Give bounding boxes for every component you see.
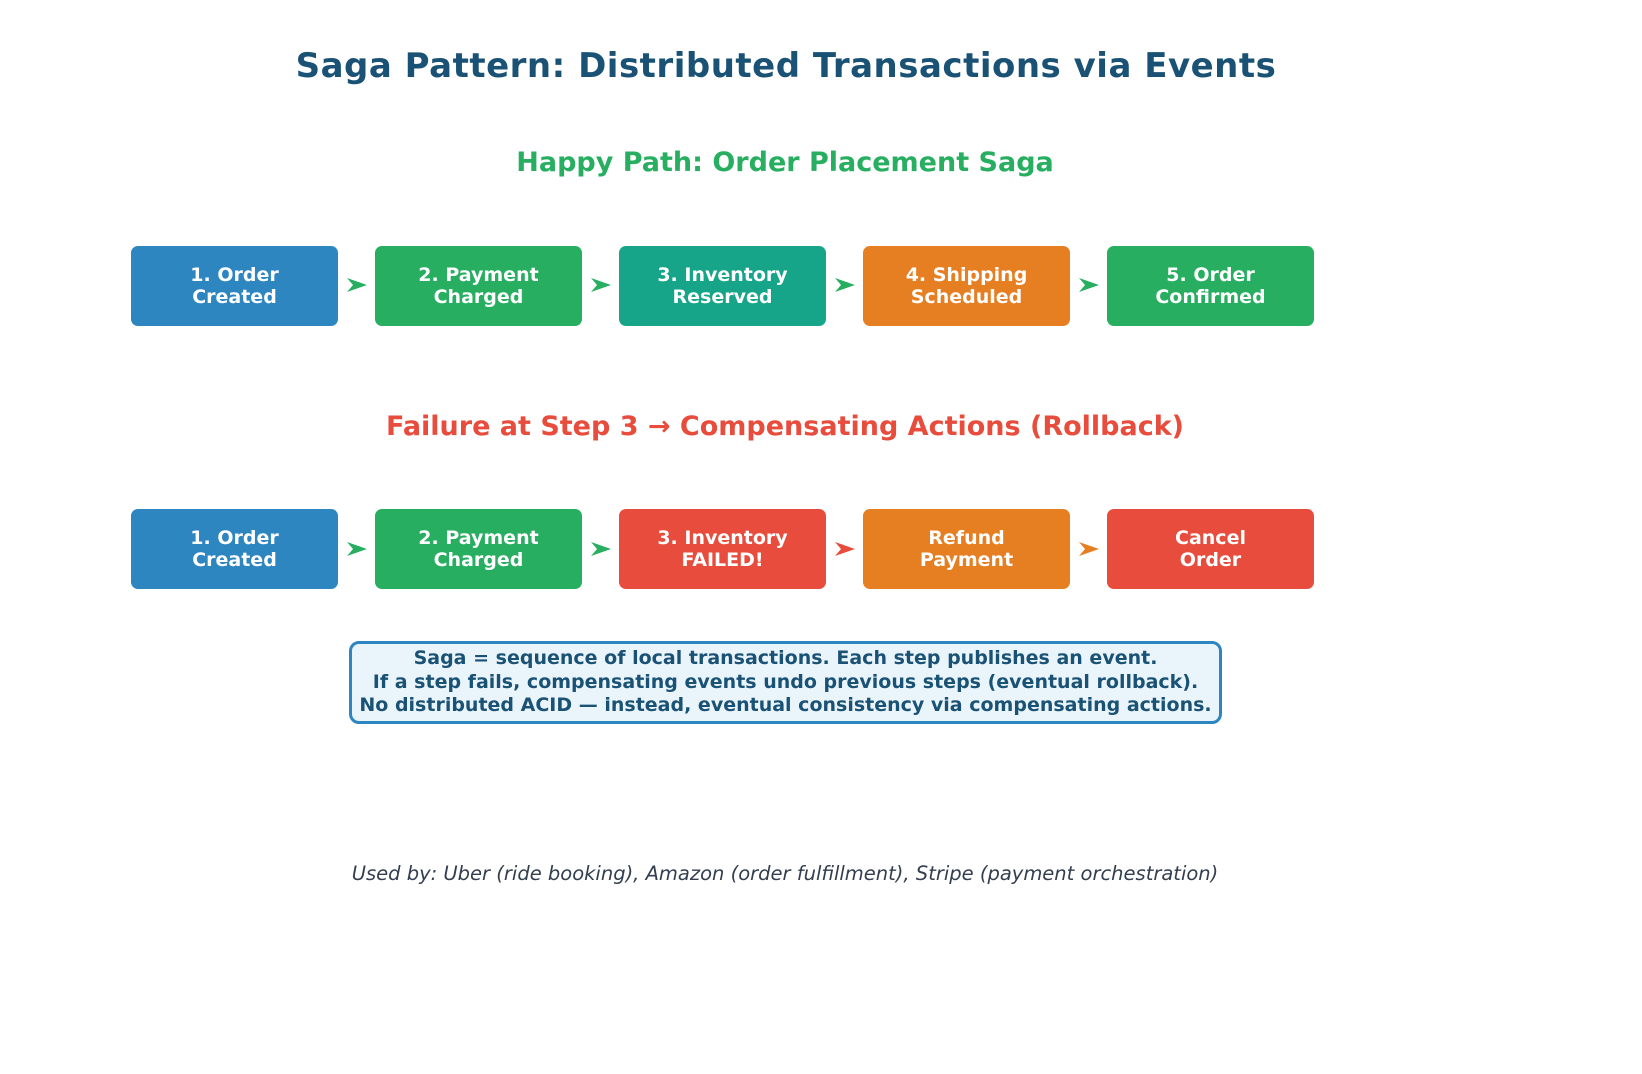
flow-arrow-icon	[1079, 278, 1099, 292]
happy-path-heading: Happy Path: Order Placement Saga	[516, 147, 1054, 178]
flow-arrow-icon	[835, 542, 855, 556]
note-line: If a step fails, compensating events und…	[372, 670, 1199, 693]
flow-arrow-icon	[1079, 542, 1099, 556]
note-line: Saga = sequence of local transactions. E…	[413, 647, 1158, 670]
flow-arrow-icon	[591, 542, 611, 556]
flow-arrow-icon	[347, 542, 367, 556]
note-line: No distributed ACID — instead, eventual …	[359, 694, 1212, 717]
footer-caption: Used by: Uber (ride booking), Amazon (or…	[351, 862, 1219, 885]
flow-arrow-icon	[347, 278, 367, 292]
flow-arrow-icon	[591, 278, 611, 292]
flow-arrow-icon	[835, 278, 855, 292]
failure-rollback-heading: Failure at Step 3 → Compensating Actions…	[385, 411, 1185, 442]
page-title: Saga Pattern: Distributed Transactions v…	[295, 46, 1277, 86]
saga-note-box: Saga = sequence of local transactions. E…	[349, 641, 1222, 724]
